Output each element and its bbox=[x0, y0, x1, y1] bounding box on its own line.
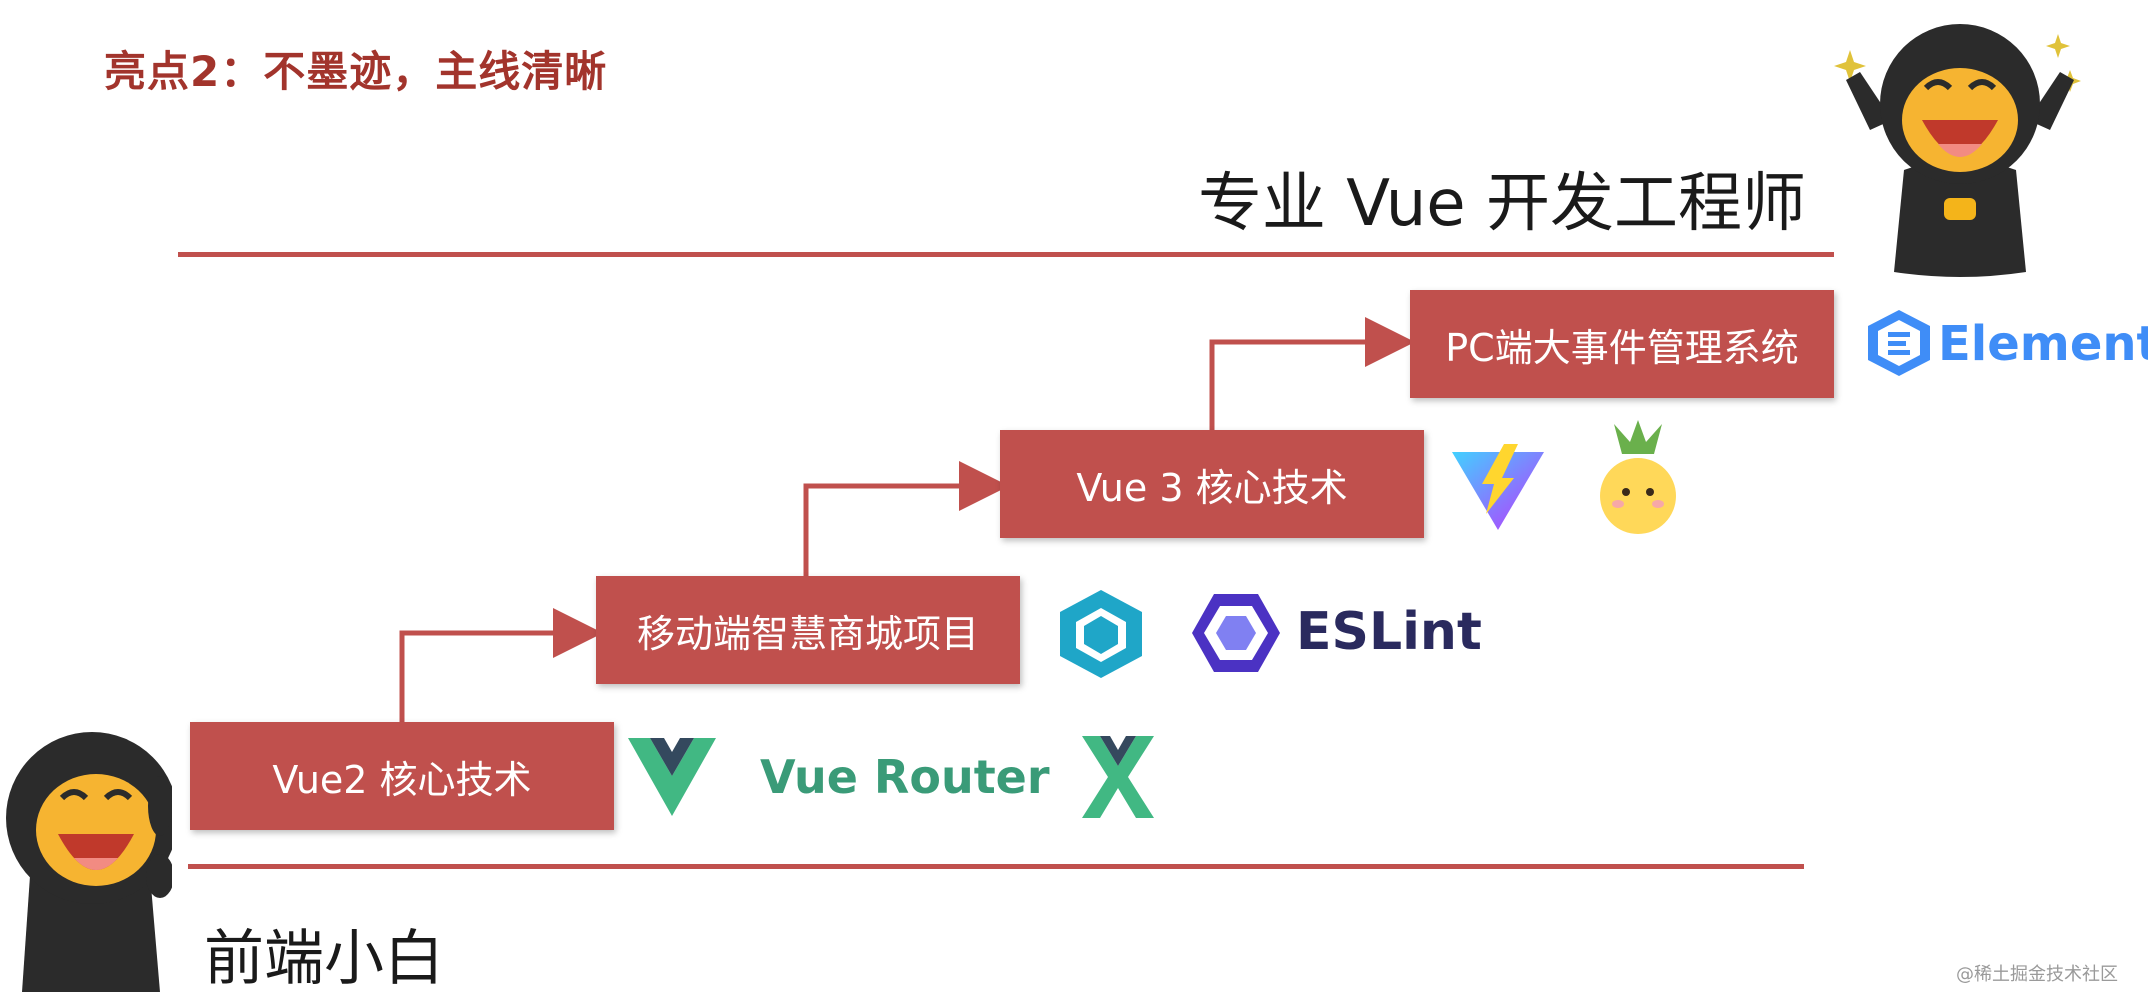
step-label: 移动端智慧商城项目 bbox=[636, 611, 979, 656]
step-vue2: Vue2 核心技术 bbox=[190, 722, 614, 830]
top-divider bbox=[178, 252, 1834, 257]
connector-3 bbox=[1209, 317, 1415, 430]
connector-1 bbox=[399, 608, 603, 722]
step-label: PC端大事件管理系统 bbox=[1445, 325, 1799, 370]
vue-logo-icon bbox=[628, 738, 716, 816]
step-label: Vue2 核心技术 bbox=[272, 757, 532, 802]
mascot-top-icon bbox=[1834, 24, 2081, 277]
element-text: Element+ bbox=[1938, 316, 2148, 372]
goal-title: 专业 Vue 开发工程师 bbox=[1197, 167, 1806, 241]
step-pc-system: PC端大事件管理系统 bbox=[1410, 290, 1834, 398]
bottom-divider bbox=[188, 864, 1804, 869]
sparkle-icon bbox=[2046, 34, 2070, 58]
vuex-logo-icon bbox=[1082, 736, 1154, 818]
pinia-logo-icon bbox=[1600, 420, 1676, 534]
vite-logo-icon bbox=[1452, 444, 1544, 530]
slide-headline: 亮点2：不墨迹，主线清晰 bbox=[104, 47, 608, 96]
step-mobile-mall: 移动端智慧商城项目 bbox=[596, 576, 1020, 684]
watermark: @稀土掘金技术社区 bbox=[1956, 964, 2118, 985]
step-label: Vue 3 核心技术 bbox=[1076, 465, 1348, 510]
element-label: Element bbox=[1938, 316, 2148, 372]
connector-2 bbox=[803, 461, 1009, 576]
vant-logo-icon bbox=[1060, 590, 1142, 678]
eslint-text: ESLint bbox=[1296, 602, 1482, 662]
sparkle-icon bbox=[1834, 50, 1866, 82]
eslint-logo-icon bbox=[1192, 594, 1280, 672]
vue-router-text: Vue Router bbox=[760, 750, 1050, 804]
element-plus-logo-icon bbox=[1868, 310, 1930, 376]
step-vue3: Vue 3 核心技术 bbox=[1000, 430, 1424, 538]
mascot-bottom-icon bbox=[6, 732, 172, 992]
start-title: 前端小白 bbox=[204, 924, 444, 994]
